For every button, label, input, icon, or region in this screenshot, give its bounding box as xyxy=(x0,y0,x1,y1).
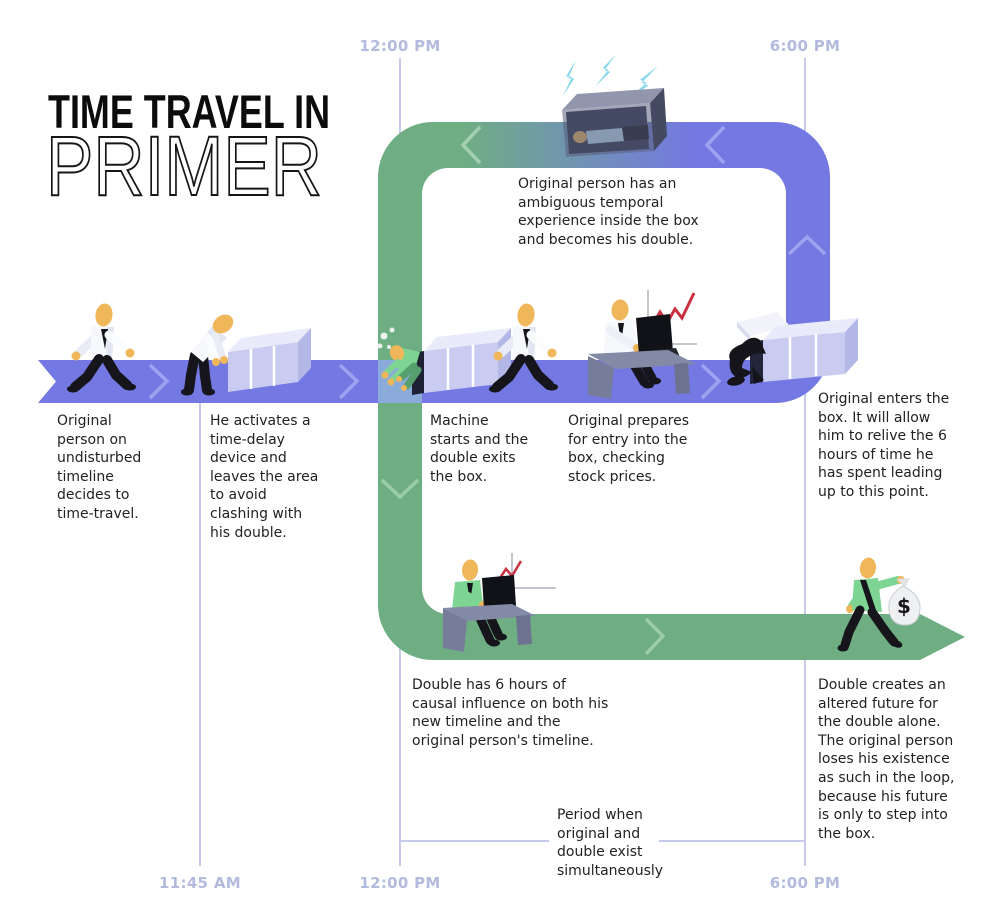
caption-enters-box: Original enters the box. It will allow h… xyxy=(818,391,950,501)
chevron-right-icon xyxy=(148,363,170,400)
caption-undisturbed-timeline: Original person on undisturbed timeline … xyxy=(57,413,142,523)
stock-chart-axes xyxy=(511,553,556,589)
laptop-icon xyxy=(636,314,673,355)
box-lid-open xyxy=(737,312,790,336)
time-delay-box xyxy=(228,328,311,392)
chevron-down-icon xyxy=(380,478,420,500)
caption-causal-influence: Double has 6 hours of causal influence o… xyxy=(412,677,609,749)
time-label-top-noon: 12:00 PM xyxy=(359,37,441,55)
chevron-left-icon xyxy=(460,125,482,165)
box-in-transit xyxy=(562,54,667,157)
title-block: TIME TRAVEL IN PRIMER xyxy=(45,85,330,204)
page-title-primer: PRIMER xyxy=(46,119,322,204)
time-label-top-6pm: 6:00 PM xyxy=(769,37,841,55)
time-label-bottom-1145: 11:45 AM xyxy=(159,874,241,892)
laptop-icon xyxy=(482,575,516,609)
bubbles-icon xyxy=(377,327,395,349)
double-exiting-figure xyxy=(377,327,422,391)
desk xyxy=(588,350,696,369)
activating-device-figure xyxy=(181,314,234,396)
time-label-bottom-noon: 12:00 PM xyxy=(359,874,441,892)
original-at-desk-figure xyxy=(588,290,697,399)
chevron-up-icon xyxy=(787,234,827,256)
crouching-silhouette xyxy=(729,337,766,378)
chevron-right-icon xyxy=(338,363,360,400)
caption-time-delay-device: He activates a time-delay device and lea… xyxy=(210,413,319,541)
double-with-money-figure: $ xyxy=(837,557,921,652)
chevron-left-icon xyxy=(704,125,726,165)
lightning-bolts-icon xyxy=(562,54,659,100)
time-label-bottom-6pm: 6:00 PM xyxy=(769,874,841,892)
caption-inside-box: Original person has an ambiguous tempora… xyxy=(518,176,699,248)
original-entering-box-figure xyxy=(727,312,858,386)
stock-chart-rising-icon xyxy=(650,292,696,327)
page-title: TIME TRAVEL IN xyxy=(48,85,330,138)
money-bag-icon: $ xyxy=(888,578,921,626)
caption-period-note: Period when original and double exist si… xyxy=(557,807,664,879)
caption-prepares-entry: Original prepares for entry into the box… xyxy=(568,413,690,485)
chevron-right-icon xyxy=(644,617,666,656)
direction-chevrons xyxy=(148,125,827,656)
chevron-right-icon xyxy=(700,363,722,400)
double-at-desk-figure xyxy=(443,553,556,652)
stock-chart-rising-icon xyxy=(496,560,523,582)
dollar-sign: $ xyxy=(897,594,911,618)
caption-machine-starts: Machine starts and the double exits the … xyxy=(430,413,529,485)
caption-altered-future: Double creates an altered future for the… xyxy=(818,677,955,842)
desk xyxy=(443,604,536,621)
